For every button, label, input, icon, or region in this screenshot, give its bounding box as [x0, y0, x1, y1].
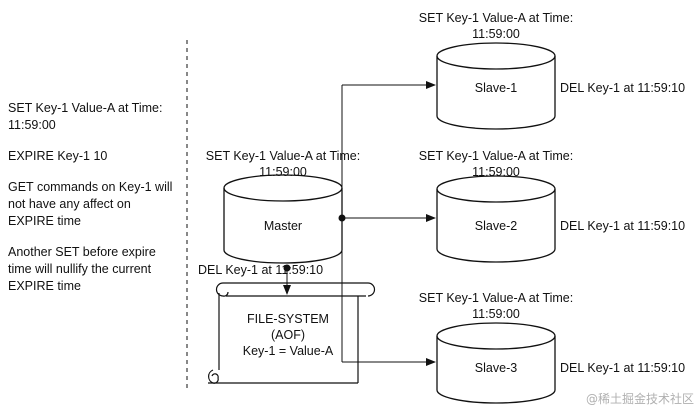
note-get-line1: GET commands on Key-1 will	[8, 180, 173, 194]
filesystem-del: DEL Key-1 at 11:59:10	[198, 263, 323, 277]
filesystem-scroll-icon	[208, 282, 376, 384]
slave3-set-line2: 11:59:00	[472, 307, 520, 321]
filesystem-aof: (AOF)	[271, 328, 305, 342]
slave3-db-icon	[436, 322, 556, 404]
master-set-line2: 11:59:00	[259, 165, 307, 179]
replication-connectors	[283, 81, 436, 366]
note-another: Another SET before expire time will nulli…	[8, 244, 188, 295]
master-set-line1: SET Key-1 Value-A at Time:	[206, 149, 360, 163]
slave1-label: Slave-1	[475, 81, 517, 95]
slave1-del: DEL Key-1 at 11:59:10	[560, 81, 685, 95]
filesystem-title: FILE-SYSTEM	[247, 312, 329, 326]
filesystem-key: Key-1 = Value-A	[243, 344, 334, 358]
filesystem-branch-dot	[283, 264, 291, 272]
master-branch-dot	[338, 214, 346, 222]
watermark: @稀土掘金技术社区	[586, 391, 694, 406]
note-set-line2: 11:59:00	[8, 118, 56, 132]
master-label: Master	[264, 219, 302, 233]
slave1-db-icon	[436, 42, 556, 130]
slave3-del: DEL Key-1 at 11:59:10	[560, 361, 685, 375]
notes-panel: SET Key-1 Value-A at Time: 11:59:00 EXPIR…	[8, 100, 188, 309]
note-set-line1: SET Key-1 Value-A at Time:	[8, 101, 163, 115]
slave2-del: DEL Key-1 at 11:59:10	[560, 219, 685, 233]
slave1-set-line2: 11:59:00	[472, 27, 520, 41]
note-another-line3: EXPIRE time	[8, 279, 81, 293]
note-another-line2: time will nullify the current	[8, 262, 152, 276]
slave2-set-line2: 11:59:00	[472, 165, 520, 179]
slave3-label: Slave-3	[475, 361, 517, 375]
slave2-db-icon	[436, 175, 556, 263]
note-expire: EXPIRE Key-1 10	[8, 149, 108, 163]
slave2-set-line1: SET Key-1 Value-A at Time:	[419, 149, 573, 163]
slave2-label: Slave-2	[475, 219, 517, 233]
note-get-line3: EXPIRE time	[8, 214, 81, 228]
note-get: GET commands on Key-1 will not have any a…	[8, 179, 188, 230]
note-get-line2: not have any affect on	[8, 197, 131, 211]
slave3-set-line1: SET Key-1 Value-A at Time:	[419, 291, 573, 305]
note-another-line1: Another SET before expire	[8, 245, 156, 259]
slave1-set-line1: SET Key-1 Value-A at Time:	[419, 11, 573, 25]
note-set: SET Key-1 Value-A at Time: 11:59:00	[8, 100, 188, 134]
